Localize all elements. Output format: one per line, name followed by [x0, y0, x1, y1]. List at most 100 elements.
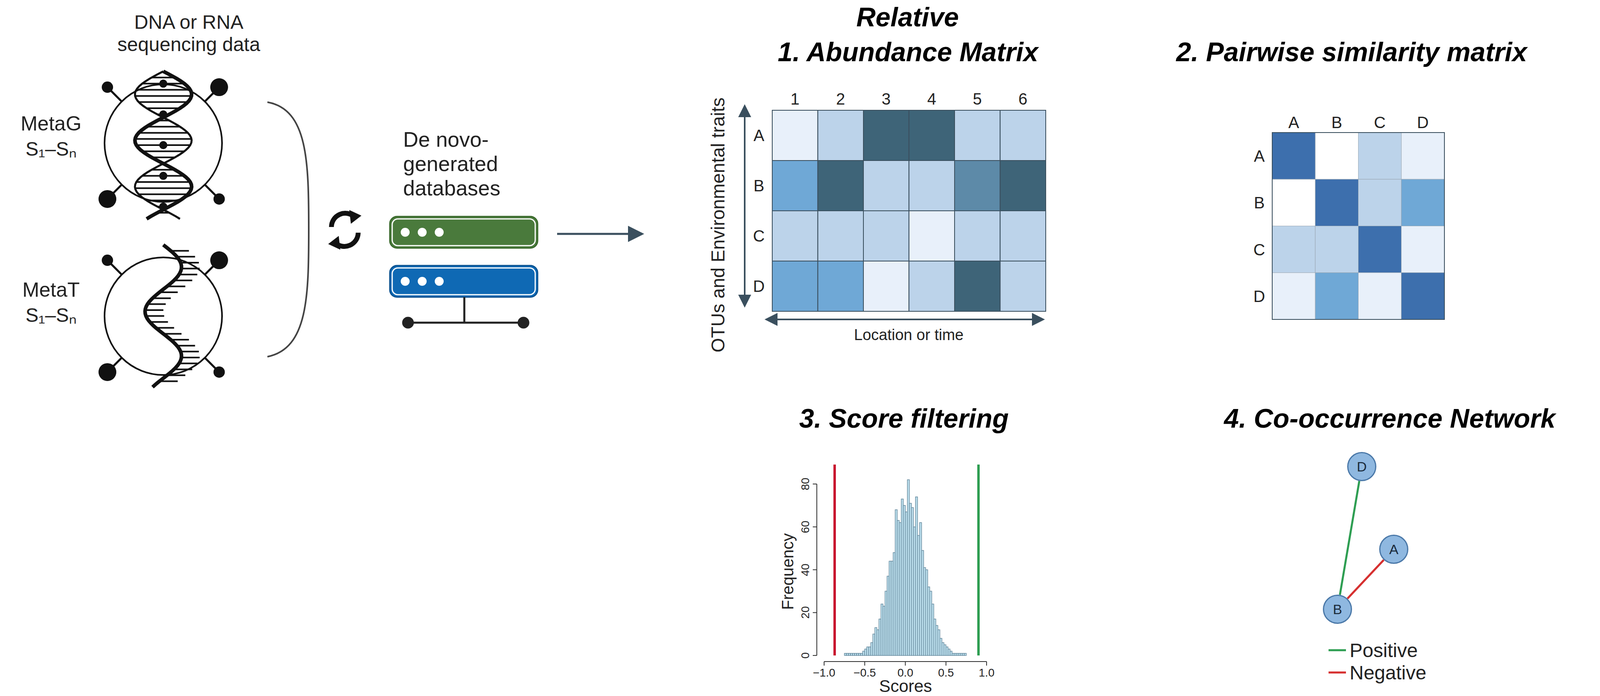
text-label: A	[1288, 113, 1300, 132]
histogram-bar	[960, 653, 963, 656]
legend-line	[1328, 649, 1346, 652]
text-label: MetaT	[22, 277, 80, 302]
histogram-bar	[868, 646, 871, 656]
histogram-bar	[899, 522, 902, 656]
histogram-bar	[948, 648, 951, 656]
histogram-bar	[888, 560, 891, 656]
section-heading: 3. Score filtering	[798, 402, 1009, 434]
rung	[170, 249, 189, 252]
histogram-bar	[901, 498, 904, 656]
rung	[145, 315, 165, 317]
rung	[152, 297, 171, 300]
threshold-line	[833, 464, 836, 656]
histogram-bar	[897, 520, 900, 656]
text-label: 20	[798, 606, 812, 619]
text-label: A	[1253, 147, 1265, 166]
network-node: A	[1379, 534, 1409, 564]
rung	[179, 362, 198, 365]
text-label: Frequency	[778, 533, 797, 610]
dna-circle	[104, 84, 223, 202]
knob	[210, 251, 229, 270]
histogram-bar	[937, 629, 940, 656]
rung	[173, 279, 193, 282]
rung	[142, 150, 185, 152]
similarity-cell	[1272, 179, 1316, 226]
rung	[166, 285, 186, 287]
base-dot	[159, 110, 168, 119]
histogram-bar	[964, 653, 967, 656]
network-node: B	[1322, 594, 1353, 624]
similarity-cell	[1358, 132, 1402, 180]
similarity-cell	[1401, 272, 1445, 320]
text-label: −0.5	[853, 666, 876, 680]
histogram-bar	[950, 650, 953, 656]
histogram-bar	[944, 644, 947, 656]
text-label: 80	[798, 477, 812, 490]
rung	[138, 132, 188, 134]
histogram-bar	[886, 575, 889, 656]
tick	[812, 654, 817, 656]
network-node: D	[1347, 451, 1377, 481]
histogram-bar	[856, 653, 859, 656]
histogram-bar	[862, 650, 865, 656]
knob	[98, 190, 117, 208]
rung	[173, 368, 193, 370]
text-label: D	[1253, 286, 1266, 306]
matrix-cell	[1000, 110, 1047, 161]
similarity-cell	[1358, 272, 1402, 320]
matrix-cell	[1000, 210, 1047, 261]
matrix-cell	[909, 110, 955, 161]
rung	[180, 261, 199, 264]
histogram-bar	[905, 511, 908, 656]
similarity-cell	[1272, 272, 1316, 320]
legend-text: Positive	[1349, 638, 1418, 662]
knob	[98, 363, 117, 381]
histogram-bar	[946, 646, 949, 656]
similarity-cell	[1272, 226, 1316, 273]
histogram-bar	[864, 648, 867, 656]
rung	[166, 374, 186, 376]
text-label: B	[1253, 193, 1265, 212]
matrix-cell	[863, 110, 910, 161]
matrix-cell	[818, 110, 864, 161]
knob	[101, 81, 114, 93]
rung	[181, 356, 200, 359]
threshold-line	[977, 464, 980, 656]
base-dot	[159, 79, 168, 88]
matrix-cell	[818, 210, 864, 261]
histogram-bar	[882, 605, 885, 656]
rung	[155, 326, 175, 329]
refresh-arrowhead	[328, 235, 341, 250]
matrix-cell	[954, 210, 1001, 261]
similarity-cell	[1358, 179, 1402, 226]
histogram-bar	[872, 633, 875, 656]
similarity-cell	[1272, 132, 1316, 180]
rung	[151, 76, 176, 79]
rung	[146, 126, 180, 128]
histogram-bar	[962, 653, 965, 656]
legend-line	[1328, 671, 1346, 674]
histogram-bar	[956, 653, 959, 656]
text-label: B	[1331, 113, 1343, 132]
text-label: 3	[881, 89, 891, 109]
histogram-bar	[919, 522, 922, 656]
rung	[179, 273, 198, 276]
axis-arrow	[775, 318, 1044, 321]
histogram-bar	[854, 653, 857, 656]
matrix-cell	[954, 260, 1001, 312]
rung	[176, 344, 195, 347]
histogram-bar	[935, 625, 938, 656]
matrix-cell	[1000, 260, 1047, 312]
knob	[101, 254, 114, 266]
matrix-cell	[818, 160, 864, 211]
text-label: 0.5	[937, 666, 954, 680]
histogram-bar	[913, 526, 916, 656]
rung	[159, 380, 178, 382]
histogram-bar	[890, 560, 893, 656]
tick	[812, 483, 817, 485]
text-label: C	[753, 226, 765, 246]
text-label: C	[1253, 240, 1266, 259]
histogram-bar	[874, 627, 877, 656]
histogram-bar	[907, 479, 910, 656]
